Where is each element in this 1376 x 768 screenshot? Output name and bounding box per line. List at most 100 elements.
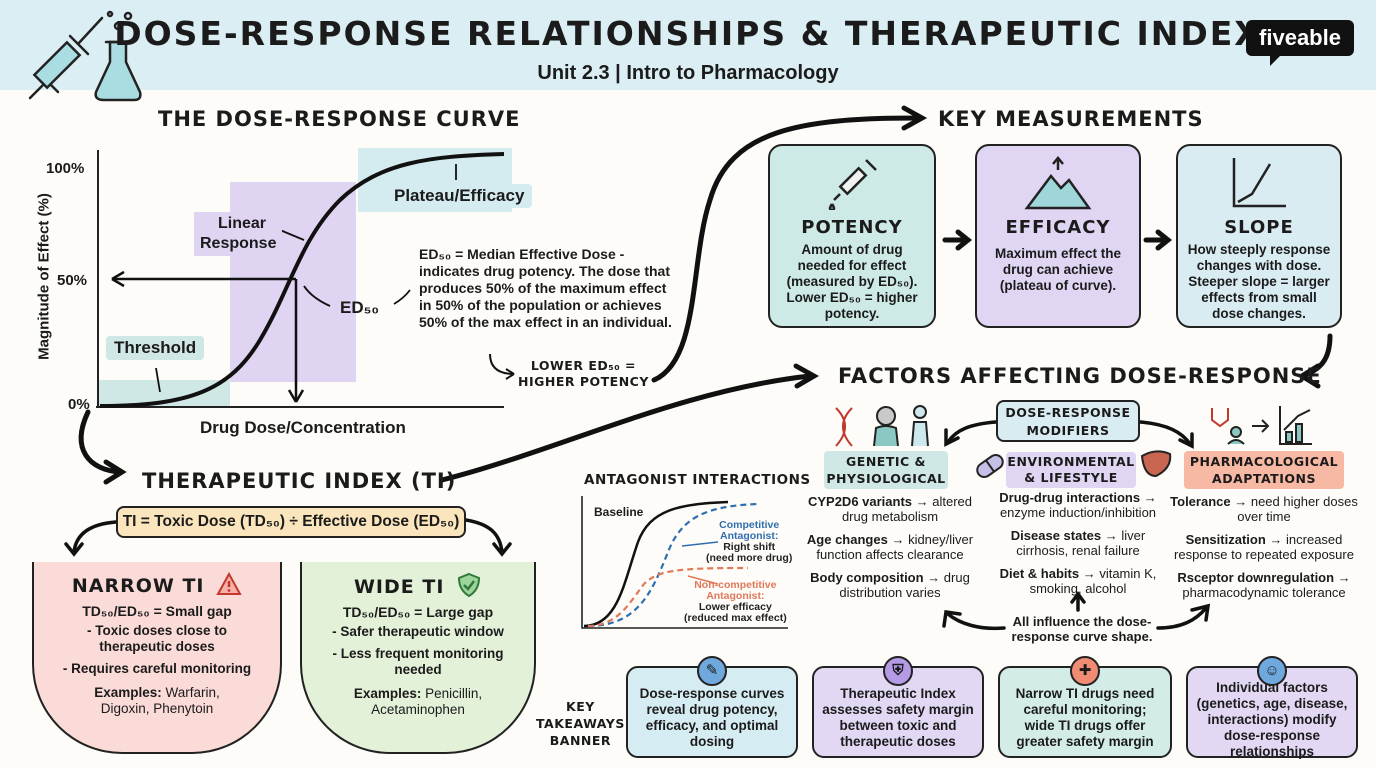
lower-ed50-note: LOWER ED₅₀ = HIGHER POTENCY: [518, 358, 649, 390]
antagonist-title: ANTAGONIST INTERACTIONS: [584, 472, 811, 488]
key-measurements-title: KEY MEASUREMENTS: [938, 107, 1204, 131]
environmental-item-2-bold: Disease states: [1010, 528, 1102, 543]
dose-response-curve: [99, 152, 505, 408]
narrow-ti-point-1: - Toxic doses close to therapeutic doses: [86, 623, 228, 654]
environmental-items: Drug-drug interactions → enzyme inductio…: [990, 490, 1166, 596]
noncompetitive-line-4: (reduced max effect): [684, 612, 787, 624]
therapeutic-index-title: THERAPEUTIC INDEX (TI): [142, 469, 457, 493]
takeaways-label-1: KEY: [566, 699, 595, 714]
modifiers-line-1: DOSE-RESPONSE: [1005, 405, 1131, 420]
pharmacological-item-1-text: → need higher doses over time: [1234, 494, 1358, 524]
takeaways-label-3: BANNER: [549, 733, 612, 748]
pharmacological-item-1: Tolerance → need higher doses over time: [1166, 494, 1362, 524]
linear-response-label: Linear Response: [194, 212, 283, 256]
genetic-item-2-text: → kidney/liver function affects clearanc…: [816, 532, 974, 562]
y-tick-50: 50%: [57, 272, 88, 289]
dose-response-chart: [96, 148, 512, 408]
pharmacological-title-2: ADAPTATIONS: [1212, 471, 1316, 486]
potency-text: Amount of drug needed for effect (measur…: [786, 242, 918, 321]
noncompetitive-line-2: Antagonist:: [706, 590, 765, 602]
potency-title: POTENCY: [801, 217, 903, 238]
noncompetitive-line-3: Lower efficacy: [698, 601, 772, 613]
syringe-icon: ✚: [1070, 656, 1100, 686]
environmental-item-1: Drug-drug interactions → enzyme inductio…: [990, 490, 1166, 520]
pill-icon: [976, 453, 1004, 479]
pharmacological-item-2-text: → increased response to repeated exposur…: [1174, 532, 1354, 562]
wide-ti-title: WIDE TI: [302, 572, 534, 598]
competitive-line-3: Right shift: [723, 541, 776, 553]
y-tick-0: 0%: [68, 396, 90, 413]
ti-formula: TI = Toxic Dose (TD₅₀) ÷ Effective Dose …: [116, 506, 466, 538]
environmental-item-2-text: → liver cirrhosis, renal failure: [1016, 528, 1146, 558]
genetic-item-1-bold: CYP2D6 variants →: [807, 494, 929, 509]
takeaway-card-3-text: Narrow TI drugs need careful monitoring;…: [1015, 686, 1155, 749]
liver-icon: [1140, 450, 1172, 478]
pharmacological-title-1: PHARMACOLOGICAL: [1189, 454, 1339, 469]
ed50-label: ED₅₀: [340, 298, 380, 317]
environmental-title-1: ENVIRONMENTAL: [1007, 454, 1135, 469]
antagonist-chart: [581, 496, 788, 629]
environmental-item-1-bold: Drug-drug interactions →: [999, 490, 1157, 505]
wide-ti-examples-list: Penicillin, Acetaminophen: [371, 686, 483, 717]
takeaway-card-4: ☺ Individual factors (genetics, age, dis…: [1186, 656, 1358, 759]
mountain-icon: [1024, 156, 1092, 210]
baseline-curve: [583, 500, 729, 628]
pharmacological-item-3-bold: Rsceptor downregulation →: [1177, 570, 1351, 585]
dna-people-icon: [835, 405, 929, 447]
page-subtitle: Unit 2.3 | Intro to Pharmacology: [537, 62, 839, 84]
pen-icon: ✎: [697, 656, 727, 686]
environmental-item-2: Disease states → liver cirrhosis, renal …: [990, 528, 1166, 558]
environmental-item-3-text: → vitamin K, smoking, alcohol: [1029, 566, 1157, 596]
dropper-icon: [828, 159, 877, 212]
competitive-line-2: Antagonist:: [720, 530, 779, 542]
ed50-note-arrow: [393, 289, 411, 305]
factors-title: FACTORS AFFECTING DOSE-RESPONSE: [838, 364, 1322, 388]
threshold-label: Threshold: [106, 336, 205, 360]
ed50-pointer-arrow: [303, 285, 331, 307]
wide-ti-bowl: WIDE TI TD₅₀/ED₅₀ = Large gap - Safer th…: [300, 562, 536, 754]
pharmacological-item-3-text: pharmacodynamic tolerance: [1182, 585, 1346, 600]
threshold-pointer-arrow: [155, 367, 161, 393]
genetic-item-2-bold: Age changes: [806, 532, 888, 547]
antagonist-axes: [581, 496, 788, 629]
ed50-definition: ED₅₀ = Median Effective Dose - indicates…: [419, 246, 672, 330]
takeaway-card-2: ⛨ Therapeutic Index assesses safety marg…: [812, 656, 984, 758]
wide-ti-title-text: WIDE TI: [353, 576, 445, 598]
slope-graph-icon: [1232, 158, 1286, 208]
noncompetitive-line-1: Non-competitive: [694, 579, 777, 591]
warning-icon: [216, 571, 242, 595]
environmental-title-2: & LIFESTYLE: [1024, 470, 1118, 485]
genetic-item-3: Body composition → drug distribution var…: [806, 570, 974, 600]
linear-label-line-2: Response: [200, 235, 277, 252]
pharmacological-item-3: Rsceptor downregulation → pharmacodynami…: [1166, 570, 1362, 600]
efficacy-text: Maximum effect the drug can achieve (pla…: [994, 246, 1122, 293]
baseline-label: Baseline: [594, 505, 644, 519]
takeaways-label-2: TAKEAWAYS: [536, 716, 625, 731]
narrow-ti-examples-label: Examples:: [94, 685, 162, 700]
modifiers-line-2: MODIFIERS: [1026, 423, 1110, 438]
slope-text: How steeply response changes with dose. …: [1187, 242, 1331, 321]
head-brain-icon: ☺: [1257, 656, 1287, 686]
plateau-label: Plateau/Efficacy: [386, 184, 533, 208]
genetic-title: GENETIC & PHYSIOLOGICAL: [824, 451, 948, 489]
y-axis-label: Magnitude of Effect (%): [35, 193, 53, 360]
shield-check-icon: [458, 572, 481, 598]
y-tick-100: 100%: [46, 160, 85, 177]
narrow-ti-examples-list: Warfarin, Digoxin, Phenytoin: [100, 685, 220, 716]
competitive-line-1: Competitive: [719, 519, 780, 531]
wide-ti-point-1: - Safer therapeutic window: [332, 624, 504, 639]
narrow-ti-bowl: NARROW TI TD₅₀/ED₅₀ = Small gap - Toxic …: [32, 562, 282, 754]
syringe-flask-icon: [28, 10, 142, 102]
linear-pointer-arrow: [279, 229, 305, 241]
lower-ed50-line-1: LOWER ED₅₀ =: [530, 358, 637, 373]
x-axis-label: Drug Dose/Concentration: [200, 418, 406, 437]
pharmacological-item-2: Sensitization → increased response to re…: [1166, 532, 1362, 562]
arrowhead-down: [287, 389, 305, 403]
noncompetitive-label: Non-competitive Antagonist: Lower effica…: [684, 580, 787, 624]
efficacy-card: EFFICACY Maximum effect the drug can ach…: [975, 144, 1141, 328]
wide-ti-ratio: TD₅₀/ED₅₀ = Large gap: [342, 604, 494, 620]
environmental-item-3-bold: Diet & habits: [999, 566, 1080, 581]
genetic-item-1-text: altered drug metabolism: [841, 494, 973, 524]
wide-ti-point-2: - Less frequent monitoring needed: [332, 646, 504, 677]
header-band: [0, 0, 1376, 90]
